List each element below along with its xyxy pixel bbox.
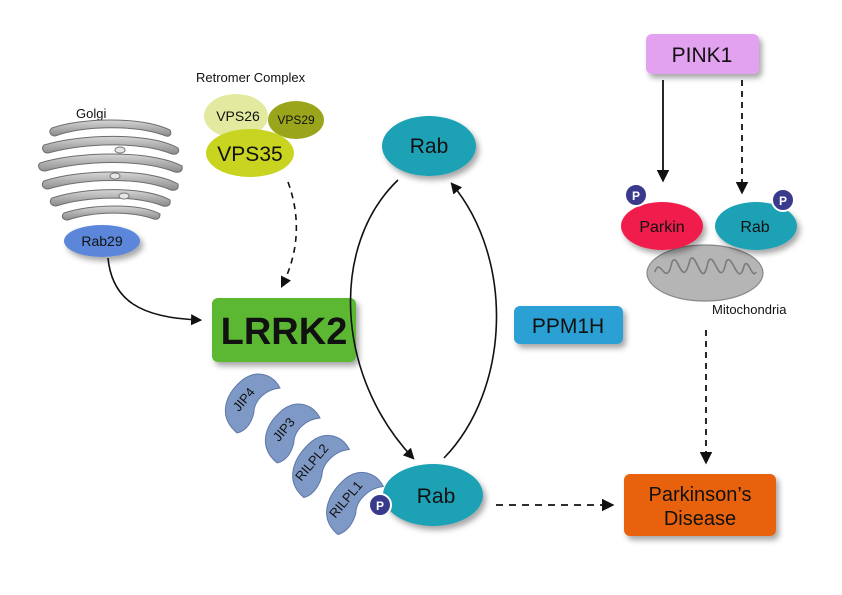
rilpl1-shape xyxy=(326,471,385,536)
rab29-to-lrrk2-arrow xyxy=(107,257,203,326)
vps29-label: VPS29 xyxy=(277,113,315,127)
rab-mito-node xyxy=(715,202,797,250)
vps35-node xyxy=(206,129,294,177)
phospho-icon: P xyxy=(376,499,384,513)
rab29-label: Rab29 xyxy=(81,233,122,249)
vps26-label: VPS26 xyxy=(216,108,260,124)
pink1-label: PINK1 xyxy=(672,44,733,67)
phospho-badge-rab-mito: P xyxy=(771,188,795,212)
mitochondria-label: Mitochondria xyxy=(712,302,787,317)
rab-top-label: Rab xyxy=(410,135,449,158)
vps35-label: VPS35 xyxy=(217,143,282,166)
vps26-node xyxy=(204,94,268,138)
pd-label-line2: Disease xyxy=(664,508,736,530)
ppm1h-node xyxy=(514,306,623,344)
rab29-node xyxy=(64,225,140,257)
rab-bottom-label: Rab xyxy=(417,485,456,508)
lrrk2-label: LRRK2 xyxy=(221,311,348,353)
jip4-shape xyxy=(224,373,281,434)
ppm1h-label: PPM1H xyxy=(532,315,604,338)
adaptor-proteins: JIP4 JIP3 RILPL2 RILPL1 xyxy=(224,373,385,536)
phospho-icon: P xyxy=(632,189,640,203)
golgi-label: Golgi xyxy=(76,106,106,121)
mitochondria-icon xyxy=(646,244,764,302)
rab-bottom-node xyxy=(383,464,483,526)
pd-label-line1: Parkinson’s xyxy=(648,484,751,506)
lrrk2-node xyxy=(212,298,356,362)
rab-top-node xyxy=(382,116,476,176)
phospho-icon: P xyxy=(779,194,787,208)
pink1-node xyxy=(646,34,759,74)
parkin-label: Parkin xyxy=(639,219,684,236)
vps29-node xyxy=(268,101,324,139)
rab-phosphorylation-arrow xyxy=(349,179,415,460)
retromer-complex: Retromer Complex VPS26 VPS29 VPS35 xyxy=(196,70,324,177)
parkin-node xyxy=(621,202,703,250)
phospho-badge-rab-bottom: P xyxy=(368,493,392,517)
rilpl2-shape xyxy=(292,434,351,499)
rab-mito-label: Rab xyxy=(740,219,769,236)
golgi-icon xyxy=(38,119,183,221)
retromer-to-lrrk2-arrow xyxy=(280,181,298,289)
retromer-label: Retromer Complex xyxy=(196,70,306,85)
pd-node xyxy=(624,474,776,536)
rab-dephosphorylation-arrow xyxy=(443,182,498,459)
golgi-group: Golgi Rab29 xyxy=(38,106,183,257)
jip3-shape xyxy=(264,403,321,464)
phospho-badge-parkin: P xyxy=(624,183,648,207)
